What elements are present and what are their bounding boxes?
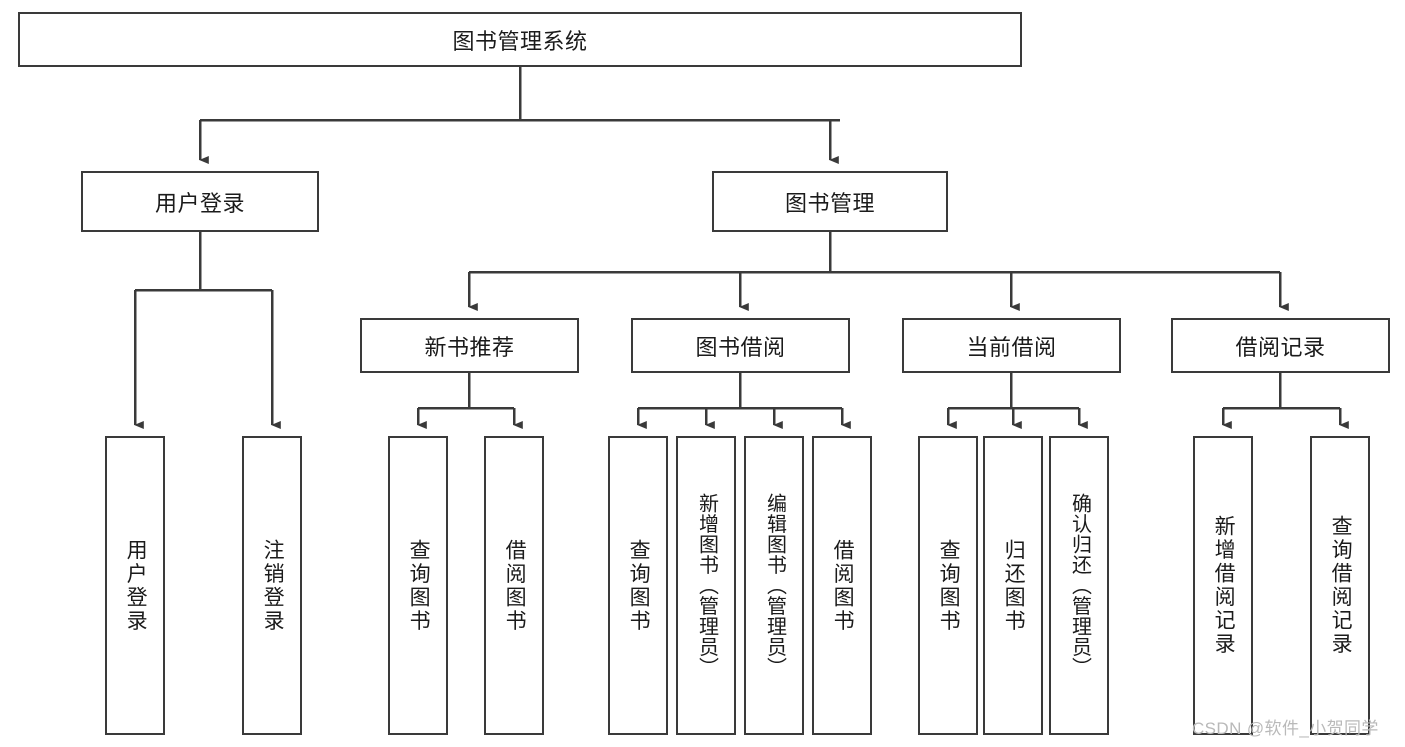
node-borrow-record[interactable]: 借阅记录 xyxy=(1171,318,1390,373)
leaf-add-borrow-record[interactable]: 新增借阅记录 xyxy=(1193,436,1253,735)
node-root-label: 图书管理系统 xyxy=(452,28,588,54)
node-borrow-record-label: 借阅记录 xyxy=(1235,334,1326,360)
leaf-borrow-book-newbook[interactable]: 借阅图书 xyxy=(484,436,544,735)
leaf-borrow-book-label: 借阅图书 xyxy=(831,538,855,633)
leaf-confirm-return-admin[interactable]: 确认归还（管理员） xyxy=(1049,436,1109,735)
leaf-add-book-admin-label: 新增图书（管理员） xyxy=(695,493,718,678)
leaf-logout-label: 注销登录 xyxy=(261,538,285,633)
leaf-edit-book-admin[interactable]: 编辑图书（管理员） xyxy=(744,436,804,735)
node-user-login-label: 用户登录 xyxy=(154,190,245,216)
leaf-logout[interactable]: 注销登录 xyxy=(242,436,302,735)
node-book-management-label: 图书管理 xyxy=(784,190,875,216)
leaf-query-book-borrow-label: 查询图书 xyxy=(627,538,651,633)
node-new-book-recommend-label: 新书推荐 xyxy=(424,334,515,360)
csdn-watermark: CSDN @软件_小贺同学 xyxy=(1192,719,1379,738)
node-new-book-recommend[interactable]: 新书推荐 xyxy=(360,318,579,373)
leaf-return-book[interactable]: 归还图书 xyxy=(983,436,1043,735)
node-book-borrow-label: 图书借阅 xyxy=(695,334,786,360)
leaf-add-borrow-record-label: 新增借阅记录 xyxy=(1212,515,1236,656)
leaf-edit-book-admin-label: 编辑图书（管理员） xyxy=(763,493,786,678)
node-current-borrow-label: 当前借阅 xyxy=(966,334,1057,360)
leaf-borrow-book[interactable]: 借阅图书 xyxy=(812,436,872,735)
leaf-query-borrow-record-label: 查询借阅记录 xyxy=(1329,515,1353,656)
leaf-add-book-admin[interactable]: 新增图书（管理员） xyxy=(676,436,736,735)
leaf-borrow-book-newbook-label: 借阅图书 xyxy=(503,538,527,633)
node-book-borrow[interactable]: 图书借阅 xyxy=(631,318,850,373)
leaf-query-book-current-label: 查询图书 xyxy=(937,538,961,633)
leaf-query-book-current[interactable]: 查询图书 xyxy=(918,436,978,735)
leaf-user-login-label: 用户登录 xyxy=(124,538,148,633)
leaf-query-borrow-record[interactable]: 查询借阅记录 xyxy=(1310,436,1370,735)
leaf-query-book-newbook[interactable]: 查询图书 xyxy=(388,436,448,735)
leaf-confirm-return-admin-label: 确认归还（管理员） xyxy=(1068,493,1091,678)
node-current-borrow[interactable]: 当前借阅 xyxy=(902,318,1121,373)
node-user-login[interactable]: 用户登录 xyxy=(81,171,319,232)
leaf-return-book-label: 归还图书 xyxy=(1002,538,1026,633)
node-root[interactable]: 图书管理系统 xyxy=(18,12,1022,67)
leaf-query-book-newbook-label: 查询图书 xyxy=(407,538,431,633)
leaf-user-login[interactable]: 用户登录 xyxy=(105,436,165,735)
node-book-management[interactable]: 图书管理 xyxy=(712,171,948,232)
leaf-query-book-borrow[interactable]: 查询图书 xyxy=(608,436,668,735)
